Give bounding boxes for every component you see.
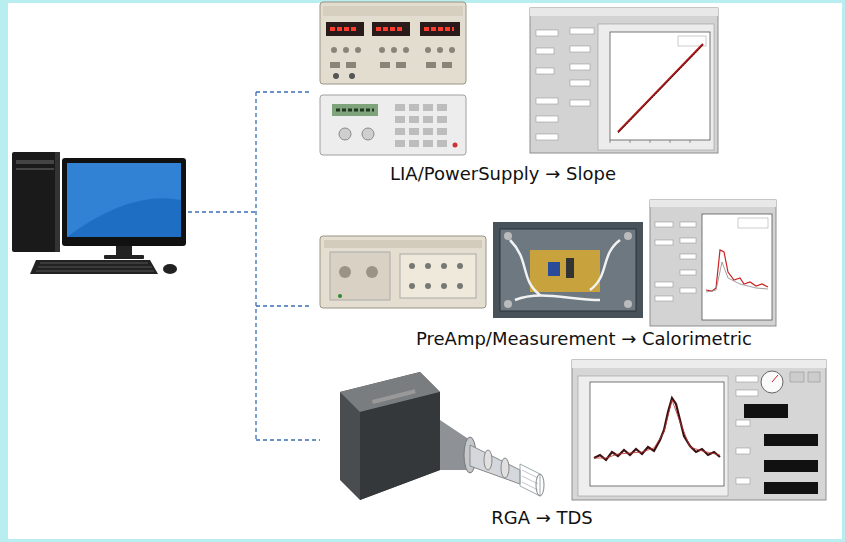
measurement-box (493, 222, 643, 318)
caption-label: PreAmp/Measurement → Calorimetric (414, 328, 754, 349)
caption-label: LIA/PowerSupply → Slope (388, 163, 618, 184)
caption-label: RGA → TDS (489, 507, 595, 528)
caption-holder: PreAmp/Measurement → Calorimetric (414, 328, 754, 349)
caption-holder: RGA → TDS (489, 507, 595, 528)
frame-strip (842, 0, 845, 542)
software-screenshot (530, 8, 718, 153)
caption-holder: LIA/PowerSupply → Slope (388, 163, 618, 184)
connection-lines (188, 92, 320, 440)
software-screenshot (650, 200, 776, 326)
power-supply (320, 95, 466, 155)
lockin-amplifier (320, 2, 466, 84)
preamplifier (320, 236, 486, 308)
frame-strip (0, 0, 8, 542)
frame-strip (0, 539, 845, 542)
software-screenshot (572, 360, 826, 500)
computer-icon (12, 152, 186, 274)
rga-instrument (340, 372, 544, 500)
